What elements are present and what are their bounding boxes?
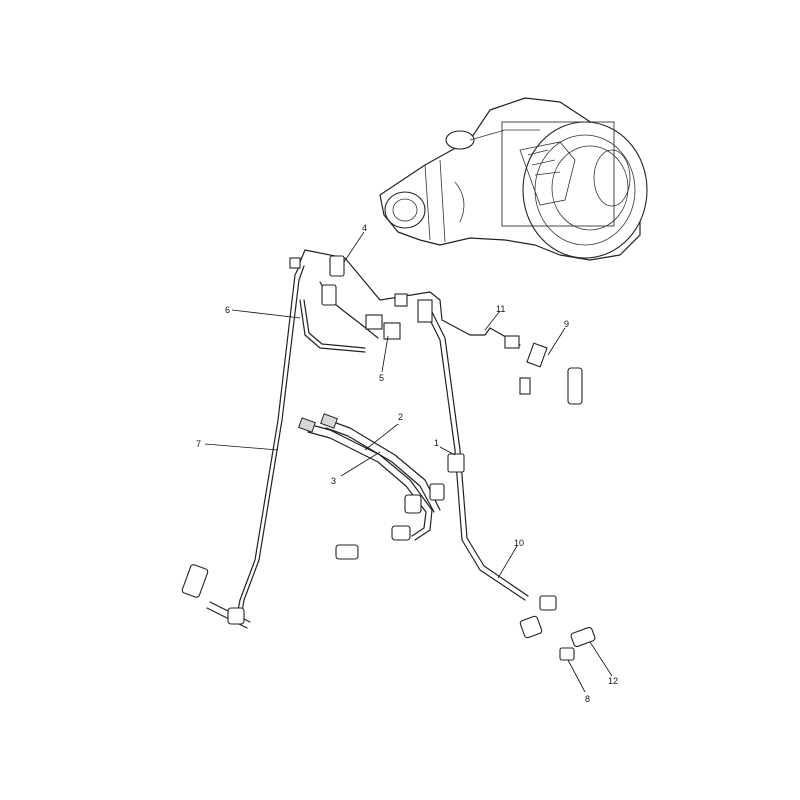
callout-4: 4 [362,223,367,233]
hose-assembly [298,413,465,541]
callout-1: 1 [434,438,439,448]
callout-2: 2 [398,412,403,422]
callout-7: 7 [196,439,201,449]
fittings [181,367,596,661]
callout-3: 3 [331,476,336,486]
callout-11: 11 [496,304,505,314]
callout-8: 8 [585,694,590,704]
callout-9: 9 [564,319,569,329]
brake-pipe-assembly [237,249,548,613]
callout-10: 10 [514,538,524,548]
leader-lines [204,231,613,693]
callout-12: 12 [608,676,618,686]
axle-housing [379,97,648,261]
callout-labels: 1 2 3 4 5 6 7 8 9 10 11 12 [196,223,618,704]
callout-5: 5 [379,373,384,383]
callout-6: 6 [225,305,230,315]
